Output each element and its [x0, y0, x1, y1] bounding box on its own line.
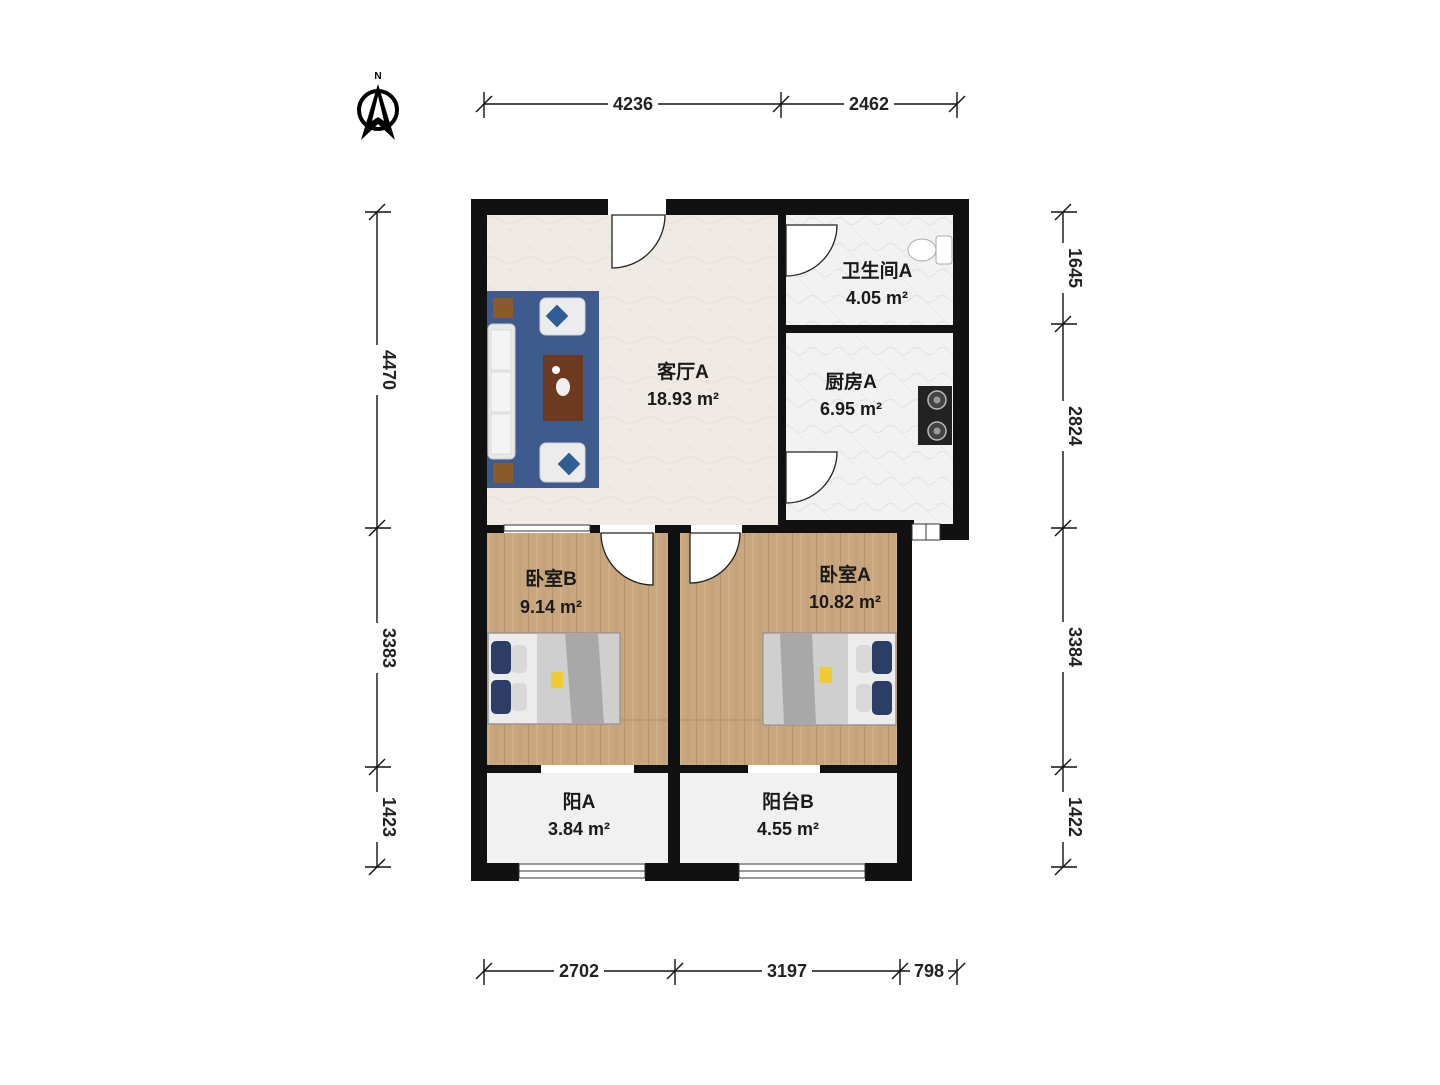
dim-top-2: 2462 — [849, 94, 889, 114]
bedroom-a-name: 卧室A — [819, 563, 871, 586]
bedroom-b-area: 9.14 m² — [520, 597, 582, 617]
dim-right-3: 3384 — [1065, 627, 1085, 667]
bedroom-b-name: 卧室B — [525, 567, 577, 590]
balcony-a-floor — [487, 773, 668, 863]
windows — [503, 523, 941, 879]
kitchen-name: 厨房A — [825, 370, 877, 393]
bed-icon — [487, 632, 621, 725]
entrance-door-icon — [611, 214, 666, 269]
bed-icon — [762, 632, 897, 726]
dim-right-2: 2824 — [1065, 406, 1085, 446]
side-table — [493, 463, 513, 483]
bedroom-b-furniture — [487, 632, 621, 725]
stove-icon — [918, 386, 952, 445]
living-room-name: 客厅A — [657, 360, 709, 383]
balcony-b-name: 阳台B — [762, 790, 814, 813]
dim-left-1: 4470 — [379, 350, 399, 390]
dim-left-2: 3383 — [379, 628, 399, 668]
dimension-labels: 4236 2462 2702 3197 798 4470 3383 1423 1… — [366, 93, 1085, 982]
dim-bottom-3: 798 — [914, 961, 944, 981]
dim-top-1: 4236 — [613, 94, 653, 114]
balcony-b-area: 4.55 m² — [757, 819, 819, 839]
dim-right-1: 1645 — [1065, 248, 1085, 288]
dim-left-3: 1423 — [379, 797, 399, 837]
bathroom-area: 4.05 m² — [846, 288, 908, 308]
dim-bottom-1: 2702 — [559, 961, 599, 981]
doors — [600, 214, 838, 586]
living-room-area: 18.93 m² — [647, 389, 719, 409]
north-arrow-icon: N — [357, 71, 399, 140]
walls — [471, 199, 969, 881]
bedroom-a-area: 10.82 m² — [809, 592, 881, 612]
bathroom-fixtures — [907, 235, 953, 265]
balcony-a-name: 阳A — [563, 791, 596, 813]
kitchen-door-icon — [785, 451, 838, 504]
bathroom-name: 卫生间A — [842, 259, 913, 282]
bedroom-a-door-icon — [689, 532, 741, 584]
bathroom-door-icon — [785, 224, 838, 277]
kitchen-area: 6.95 m² — [820, 399, 882, 419]
dim-bottom-2: 3197 — [767, 961, 807, 981]
kitchen-fixtures — [918, 386, 952, 445]
toilet-icon — [907, 235, 953, 265]
side-table — [493, 298, 513, 318]
living-room-furniture — [487, 291, 599, 488]
bedroom-a-furniture — [762, 632, 897, 726]
balcony-b-floor — [680, 773, 897, 863]
bedroom-b-door-icon — [600, 532, 654, 586]
balcony-a-area: 3.84 m² — [548, 819, 610, 839]
dim-right-4: 1422 — [1065, 797, 1085, 837]
compass-north-label: N — [374, 71, 381, 82]
